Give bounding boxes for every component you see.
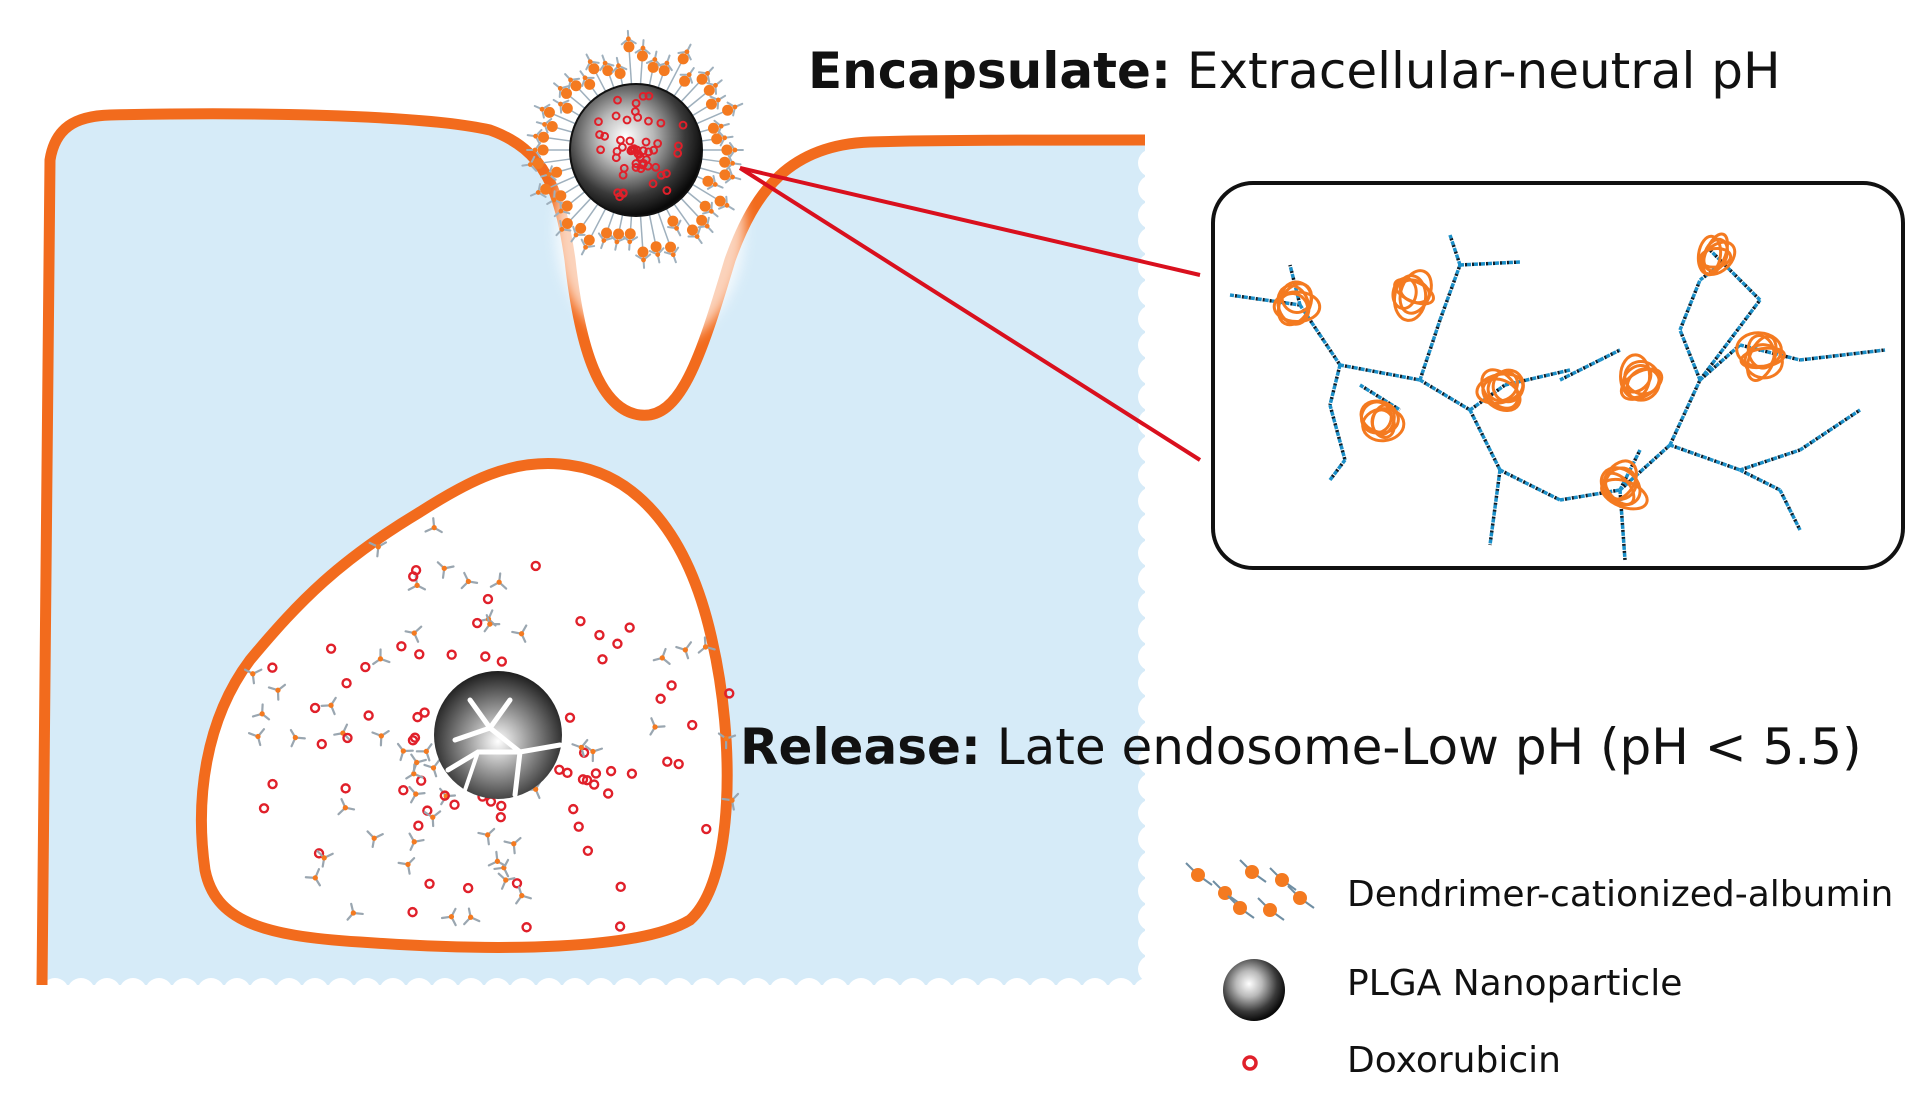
nanoparticle-icon <box>1223 959 1285 1021</box>
release-condition: Late endosome-Low pH (pH < 5.5) <box>996 718 1862 776</box>
loaded-doxorubicin <box>594 91 688 202</box>
encapsulate-bold: Encapsulate: <box>808 42 1171 100</box>
encapsulate-annotation: Encapsulate: Extracellular-neutral pH <box>808 42 1781 100</box>
dendrimer-albumin-icon <box>1185 859 1315 921</box>
legend-label-dendrimer: Dendrimer-cationized-albumin <box>1347 874 1894 915</box>
release-drug-cloud <box>243 517 740 933</box>
cell-membrane <box>36 108 1146 986</box>
zoom-connector-top <box>739 166 1201 277</box>
legend-label-nanoparticle: PLGA Nanoparticle <box>1347 963 1683 1004</box>
release-bold: Release: <box>740 718 981 776</box>
encapsulated-nanoparticle <box>569 83 703 217</box>
broken-nanoparticle <box>434 671 563 799</box>
cell-scalloped-right <box>1138 149 1166 1009</box>
legend-label-doxorubicin: Doxorubicin <box>1347 1040 1561 1081</box>
encapsulate-condition: Extracellular-neutral pH <box>1186 42 1781 100</box>
cell-scalloped-bottom <box>41 978 1161 1006</box>
release-annotation: Release: Late endosome-Low pH (pH < 5.5) <box>740 718 1862 776</box>
zoom-box <box>1211 181 1905 570</box>
doxorubicin-icon <box>1242 1055 1258 1071</box>
zoom-connector-bottom <box>738 166 1202 462</box>
dendrimer-structure <box>1229 232 1886 561</box>
